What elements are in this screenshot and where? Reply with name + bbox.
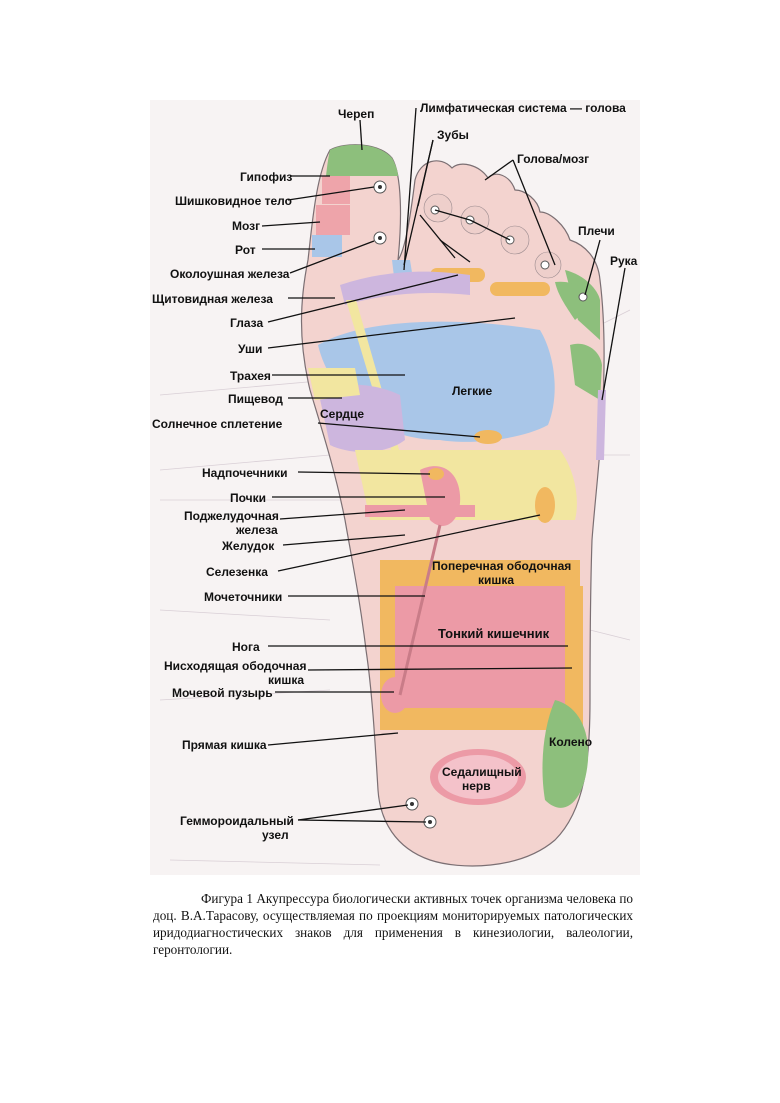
label-esophagus: Пищевод: [228, 392, 283, 406]
label-thyroid: Щитовидная железа: [152, 292, 273, 306]
label-sciatic-2: нерв: [462, 779, 491, 793]
label-heart: Сердце: [320, 407, 364, 421]
label-hemorrhoid-1: Геммороидальный: [180, 814, 294, 828]
toe-4: [501, 226, 529, 254]
spleen-spot: [535, 487, 555, 523]
label-sciatic-1: Седалищный: [442, 765, 522, 779]
label-pancreas-2: железа: [235, 523, 278, 537]
label-trachea: Трахея: [230, 369, 271, 383]
label-bladder: Мочевой пузырь: [172, 686, 273, 700]
label-brain: Мозг: [232, 219, 260, 233]
label-pituitary: Гипофиз: [240, 170, 292, 184]
label-pineal: Шишковидное тело: [175, 194, 292, 208]
label-descending-colon-1: Нисходящая ободочная: [164, 659, 306, 673]
pituitary-zone: [322, 176, 350, 204]
brain-zone: [316, 205, 350, 235]
label-descending-colon-2: кишка: [268, 673, 304, 687]
caption-text: Фигура 1 Акупрессура биологически активн…: [153, 890, 633, 958]
mouth-zone: [312, 235, 342, 257]
label-rectum: Прямая кишка: [182, 738, 267, 752]
label-transverse-1: Поперечная ободочная: [432, 559, 571, 573]
label-solar-plexus: Солнечное сплетение: [152, 417, 283, 431]
label-skull: Череп: [338, 107, 374, 121]
label-small-intestine: Тонкий кишечник: [438, 626, 550, 641]
label-pancreas-1: Поджелудочная: [184, 509, 279, 523]
adrenal-spot: [428, 468, 444, 480]
label-kidneys: Почки: [230, 491, 266, 505]
label-stomach: Желудок: [221, 539, 275, 553]
descending-colon-band: [565, 586, 583, 726]
heart-yellow: [308, 368, 360, 400]
label-transverse-2: кишка: [478, 573, 514, 587]
ear-bar: [490, 282, 550, 296]
label-lymph: Лимфатическая система — голова: [420, 101, 626, 115]
figure-caption: Фигура 1 Акупрессура биологически активн…: [153, 890, 633, 958]
label-parotid: Околоушная железа: [170, 267, 290, 281]
label-lungs: Легкие: [452, 384, 492, 398]
bladder-zone: [381, 677, 409, 713]
label-hemorrhoid-2: узел: [262, 828, 289, 842]
label-eyes: Глаза: [230, 316, 263, 330]
label-shoulders: Плечи: [578, 224, 615, 238]
label-spleen: Селезенка: [206, 565, 268, 579]
label-mouth: Рот: [235, 243, 256, 257]
label-leg: Нога: [232, 640, 260, 654]
label-arm: Рука: [610, 254, 638, 268]
label-adrenals: Надпочечники: [202, 466, 288, 480]
label-teeth: Зубы: [437, 128, 469, 142]
label-ears: Уши: [238, 342, 262, 356]
acupoint-teeth-4: [541, 261, 549, 269]
toe-3: [461, 206, 489, 234]
pancreas-zone: [365, 505, 475, 517]
label-knee: Колено: [549, 735, 592, 749]
label-ureters: Мочеточники: [204, 590, 282, 604]
label-head-brain: Голова/мозг: [517, 152, 589, 166]
